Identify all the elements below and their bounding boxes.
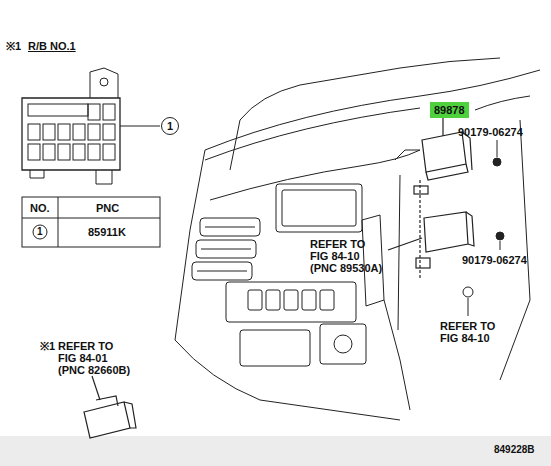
part-82660B [84, 376, 136, 438]
table-cell: 1 [37, 226, 43, 238]
group-title: R/B NO.1 [28, 40, 76, 52]
node-text: 1 [167, 120, 173, 132]
reference-note: REFER TO FIG 84-01 (PNC 82660B) [58, 340, 132, 376]
node-text: 89878 [434, 104, 465, 116]
reference-note: REFER TO FIG 84-10 (PNC 89530A) [310, 238, 384, 274]
module-89530A [388, 180, 474, 280]
note-mark: ※1 [40, 340, 55, 352]
relay-block [22, 68, 160, 184]
illustration-number: 849228B [494, 444, 535, 456]
table-header: NO. [30, 202, 50, 214]
callout-number: 1 [161, 117, 179, 135]
parts-table [22, 197, 160, 247]
instrument-panel [175, 58, 540, 420]
part-number: 90179-06274 [462, 254, 527, 266]
highlighted-part-number: 89878 [430, 102, 469, 118]
note-mark: ※1 [6, 40, 21, 52]
reference-note: REFER TO FIG 84-10 [440, 320, 501, 344]
table-cell: 85911K [88, 226, 126, 238]
part-number: 90179-06274 [458, 126, 523, 138]
table-header: PNC [96, 202, 119, 214]
